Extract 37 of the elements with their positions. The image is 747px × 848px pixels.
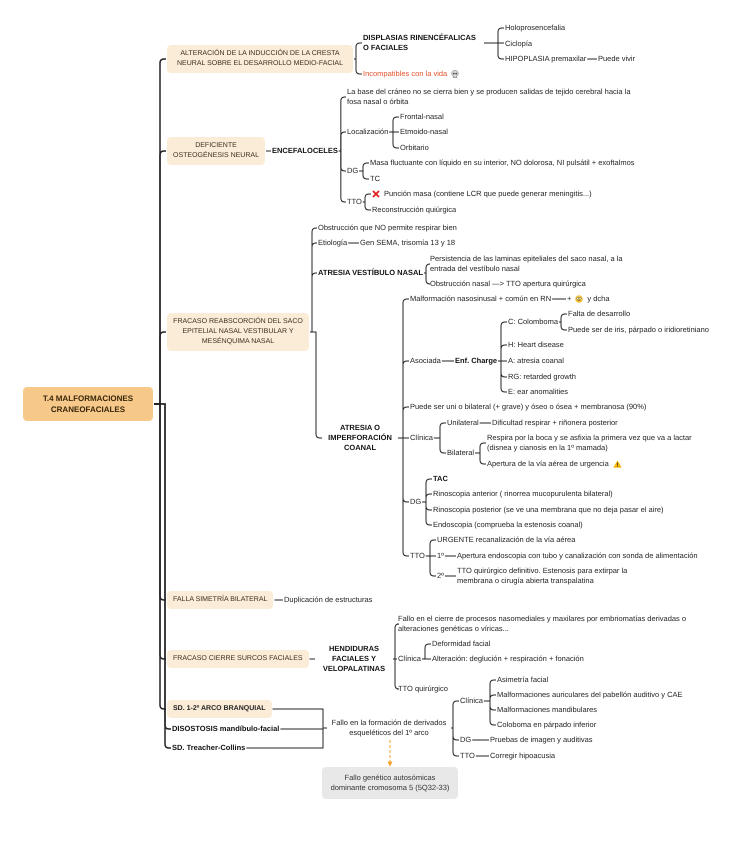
connector-line <box>483 700 496 726</box>
connector-line <box>552 298 566 300</box>
connector-line <box>392 658 398 660</box>
connector-line <box>266 150 272 152</box>
connector-line <box>398 438 410 556</box>
connector-line <box>338 150 346 202</box>
connector-line <box>558 322 568 330</box>
connector-line <box>348 242 360 244</box>
central-topic-box: T.4 MALFORMACIONES CRANEOFACIALES <box>23 387 153 421</box>
connector-line <box>498 360 508 392</box>
connector-line <box>421 658 432 660</box>
connector-line <box>354 42 362 60</box>
connector-line <box>424 272 431 284</box>
connector-line <box>422 502 432 526</box>
connector-line <box>424 264 431 274</box>
connector-line <box>246 728 328 748</box>
connector-line <box>484 42 504 60</box>
connector-line <box>433 438 446 454</box>
connector-line <box>441 360 454 362</box>
connector-line <box>358 170 370 180</box>
connector-line <box>425 556 436 576</box>
connector-line <box>498 344 508 362</box>
connector-line <box>338 132 346 152</box>
connector-line <box>586 58 598 60</box>
connector-line <box>392 624 400 660</box>
connector-line <box>474 452 486 464</box>
connector-line <box>479 422 492 424</box>
connector-line <box>354 58 362 74</box>
connector-line <box>310 272 318 332</box>
connector-line <box>450 728 460 756</box>
connector-line <box>362 202 372 210</box>
connector-line <box>558 314 568 322</box>
connector-line <box>362 194 372 202</box>
connector-line <box>309 658 316 660</box>
connector-line <box>388 740 392 767</box>
connector-line <box>388 132 400 148</box>
connector-line <box>392 658 400 690</box>
